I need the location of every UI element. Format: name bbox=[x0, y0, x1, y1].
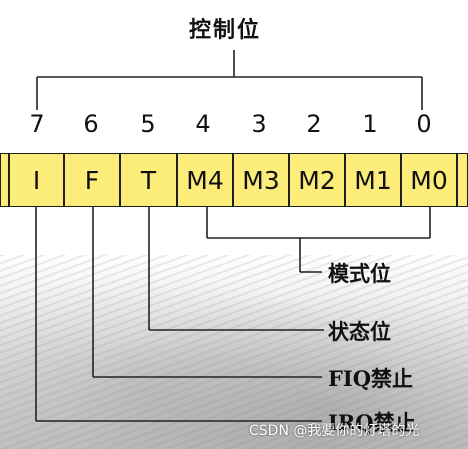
bit-number-6: 6 bbox=[83, 110, 99, 138]
bit-number-7: 7 bbox=[29, 110, 45, 138]
bit-number-4: 4 bbox=[195, 110, 211, 138]
register-cell-m0: M0 bbox=[401, 153, 457, 207]
register-cell-t: T bbox=[120, 153, 177, 207]
mode-bits-label: 模式位 bbox=[328, 261, 391, 286]
register-cell-m2: M2 bbox=[289, 153, 345, 207]
bit-number-2: 2 bbox=[306, 110, 322, 138]
bit-number-3: 3 bbox=[251, 110, 267, 138]
bit-number-0: 0 bbox=[416, 110, 432, 138]
bit-number-1: 1 bbox=[362, 110, 378, 138]
bit-number-5: 5 bbox=[140, 110, 156, 138]
register-edge-right bbox=[457, 153, 468, 207]
register-cell-i: I bbox=[9, 153, 64, 207]
control-bits-title: 控制位 bbox=[188, 17, 261, 43]
csdn-watermark: CSDN @我要你的灯塔的光 bbox=[249, 423, 420, 439]
register-cell-m3: M3 bbox=[233, 153, 289, 207]
register-cell-m4: M4 bbox=[177, 153, 233, 207]
state-bit-label: 状态位 bbox=[328, 319, 391, 344]
register-edge-left bbox=[0, 153, 9, 207]
fiq-disable-label: FIQ禁止 bbox=[328, 366, 414, 391]
stone-background bbox=[0, 255, 468, 449]
irq-disable-label: IRQ禁止 bbox=[328, 410, 416, 435]
register-cell-f: F bbox=[64, 153, 120, 207]
register-cell-m1: M1 bbox=[345, 153, 401, 207]
